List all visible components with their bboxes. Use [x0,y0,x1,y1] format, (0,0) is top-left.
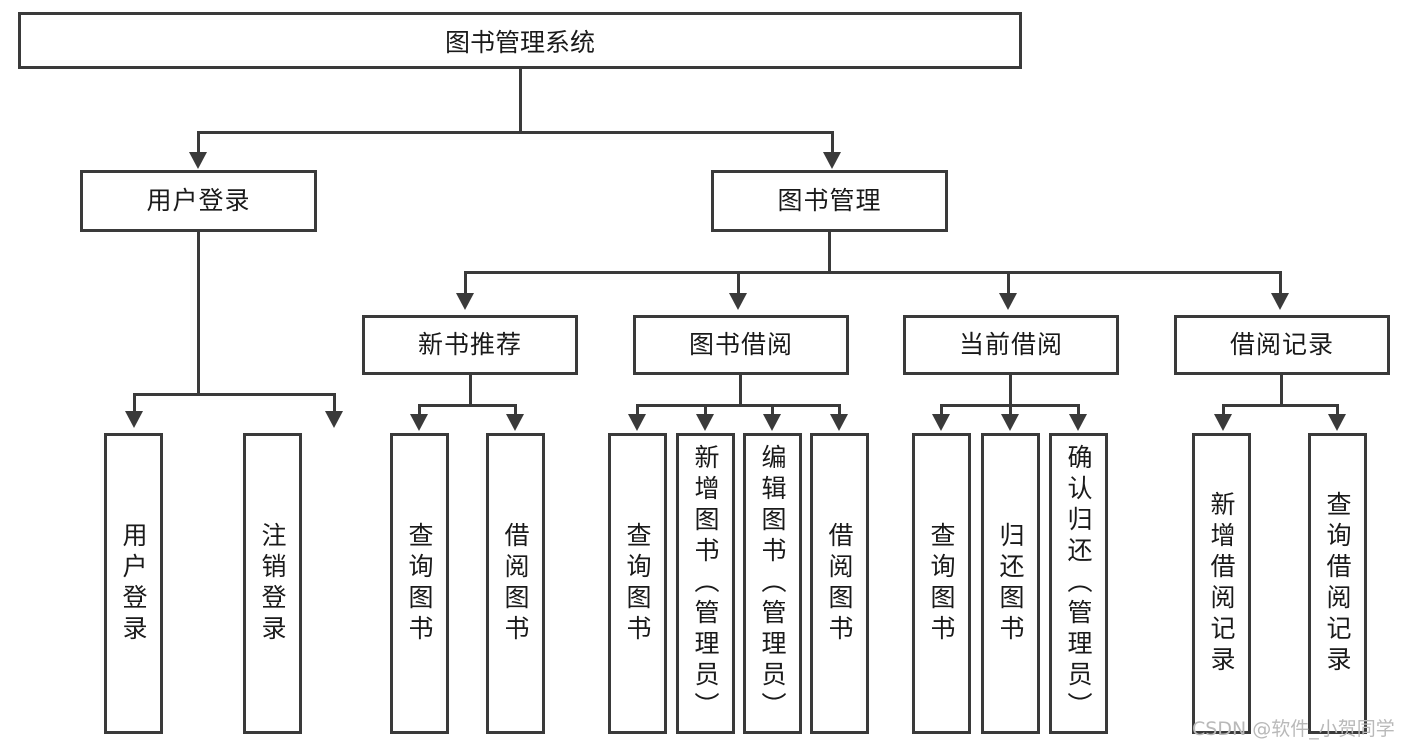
edge-bookborrow-bus [636,404,841,407]
arrowhead-userlogin-2 [325,411,343,428]
node-book-borrow[interactable]: 图书借阅 [633,315,849,375]
node-current-borrow[interactable]: 当前借阅 [903,315,1119,375]
leaf-borrow-record-query-record[interactable]: 查询借阅记录 [1308,433,1367,734]
leaf-label: 查询图书 [623,521,652,646]
edge-bookborrow-drop-3 [771,404,774,416]
arrowhead-newbook-1 [410,414,428,431]
edge-newbook-drop-1 [418,404,421,416]
leaf-current-borrow-confirm-return-admin[interactable]: 确认归还（管理员） [1049,433,1108,734]
edge-bookborrow-drop-4 [838,404,841,416]
leaf-book-borrow-edit-book-admin[interactable]: 编辑图书（管理员） [743,433,802,734]
arrowhead-currentborrow-2 [1001,414,1019,431]
edge-userlogin-drop-1 [133,393,136,413]
node-borrow-record[interactable]: 借阅记录 [1174,315,1390,375]
leaf-current-borrow-return-book[interactable]: 归还图书 [981,433,1040,734]
edge-bookborrow-drop-2 [704,404,707,416]
edge-level2-bus [197,131,834,134]
edge-level3-drop-4 [1279,271,1282,295]
csdn-watermark: CSDN @软件_小贺同学 [1192,714,1395,741]
leaf-label: 用户登录 [119,521,148,646]
arrowhead-bookborrow-3 [763,414,781,431]
edge-root-stem [519,69,522,133]
leaf-label: 借阅图书 [501,521,530,646]
edge-newbook-drop-2 [514,404,517,416]
leaf-label: 新增借阅记录 [1207,490,1236,677]
arrowhead-level3-3 [999,293,1017,310]
node-root-system[interactable]: 图书管理系统 [18,12,1022,69]
arrowhead-level3-2 [729,293,747,310]
leaf-book-borrow-add-book-admin[interactable]: 新增图书（管理员） [676,433,735,734]
leaf-label: 注销登录 [258,521,287,646]
arrowhead-userlogin-1 [125,411,143,428]
edge-borrowrecord-drop-2 [1336,404,1339,416]
arrowhead-level2-1 [189,152,207,169]
leaf-new-book-borrow-book[interactable]: 借阅图书 [486,433,545,734]
edge-newbook-bus [418,404,517,407]
arrowhead-borrowrecord-2 [1328,414,1346,431]
node-user-login[interactable]: 用户登录 [80,170,317,232]
arrowhead-level3-1 [456,293,474,310]
leaf-borrow-record-add-record[interactable]: 新增借阅记录 [1192,433,1251,734]
leaf-label: 确认归还（管理员） [1064,444,1093,723]
arrowhead-bookborrow-2 [696,414,714,431]
edge-level2-drop-1 [197,131,200,154]
edge-level2-drop-2 [831,131,834,154]
leaf-book-borrow-borrow-book[interactable]: 借阅图书 [810,433,869,734]
arrowhead-level3-4 [1271,293,1289,310]
node-label: 新书推荐 [417,330,522,360]
leaf-label: 查询借阅记录 [1323,490,1352,677]
edge-currentborrow-stem [1009,375,1012,406]
edge-userlogin-drop-2 [333,393,336,413]
edge-borrowrecord-bus [1222,404,1339,407]
arrowhead-newbook-2 [506,414,524,431]
edge-borrowrecord-drop-1 [1222,404,1225,416]
node-label: 图书借阅 [688,330,793,360]
node-label: 当前借阅 [958,330,1063,360]
leaf-label: 编辑图书（管理员） [758,444,787,723]
edge-bookborrow-stem [739,375,742,406]
watermark-text: CSDN @软件_小贺同学 [1192,718,1395,740]
edge-level3-drop-3 [1007,271,1010,295]
arrowhead-borrowrecord-1 [1214,414,1232,431]
leaf-user-login-logout[interactable]: 注销登录 [243,433,302,734]
arrowhead-currentborrow-3 [1069,414,1087,431]
leaf-label: 查询图书 [405,521,434,646]
arrowhead-bookborrow-1 [628,414,646,431]
edge-newbook-stem [469,375,472,406]
node-new-book-recommend[interactable]: 新书推荐 [362,315,578,375]
leaf-new-book-query-book[interactable]: 查询图书 [390,433,449,734]
edge-bookborrow-drop-1 [636,404,639,416]
edge-userlogin-bus [133,393,336,396]
edge-level3-drop-2 [737,271,740,295]
leaf-label: 借阅图书 [825,521,854,646]
edge-level3-drop-1 [464,271,467,295]
node-book-management[interactable]: 图书管理 [711,170,948,232]
edge-borrowrecord-stem [1280,375,1283,406]
edge-currentborrow-drop-2 [1009,404,1012,416]
leaf-label: 归还图书 [996,521,1025,646]
node-label: 用户登录 [146,186,251,216]
node-label: 借阅记录 [1229,330,1334,360]
arrowhead-currentborrow-1 [932,414,950,431]
node-label: 图书管理 [777,186,882,216]
leaf-label: 查询图书 [927,521,956,646]
leaf-book-borrow-query-book[interactable]: 查询图书 [608,433,667,734]
leaf-current-borrow-query-book[interactable]: 查询图书 [912,433,971,734]
edge-currentborrow-drop-3 [1077,404,1080,416]
arrowhead-level2-2 [823,152,841,169]
edge-userlogin-stem [197,232,200,395]
edge-bookmgmt-stem [828,232,831,274]
node-label: 图书管理系统 [444,27,595,57]
leaf-label: 新增图书（管理员） [691,444,720,723]
edge-level3-bus [464,271,1282,274]
arrowhead-bookborrow-4 [830,414,848,431]
leaf-user-login-login[interactable]: 用户登录 [104,433,163,734]
edge-currentborrow-drop-1 [940,404,943,416]
